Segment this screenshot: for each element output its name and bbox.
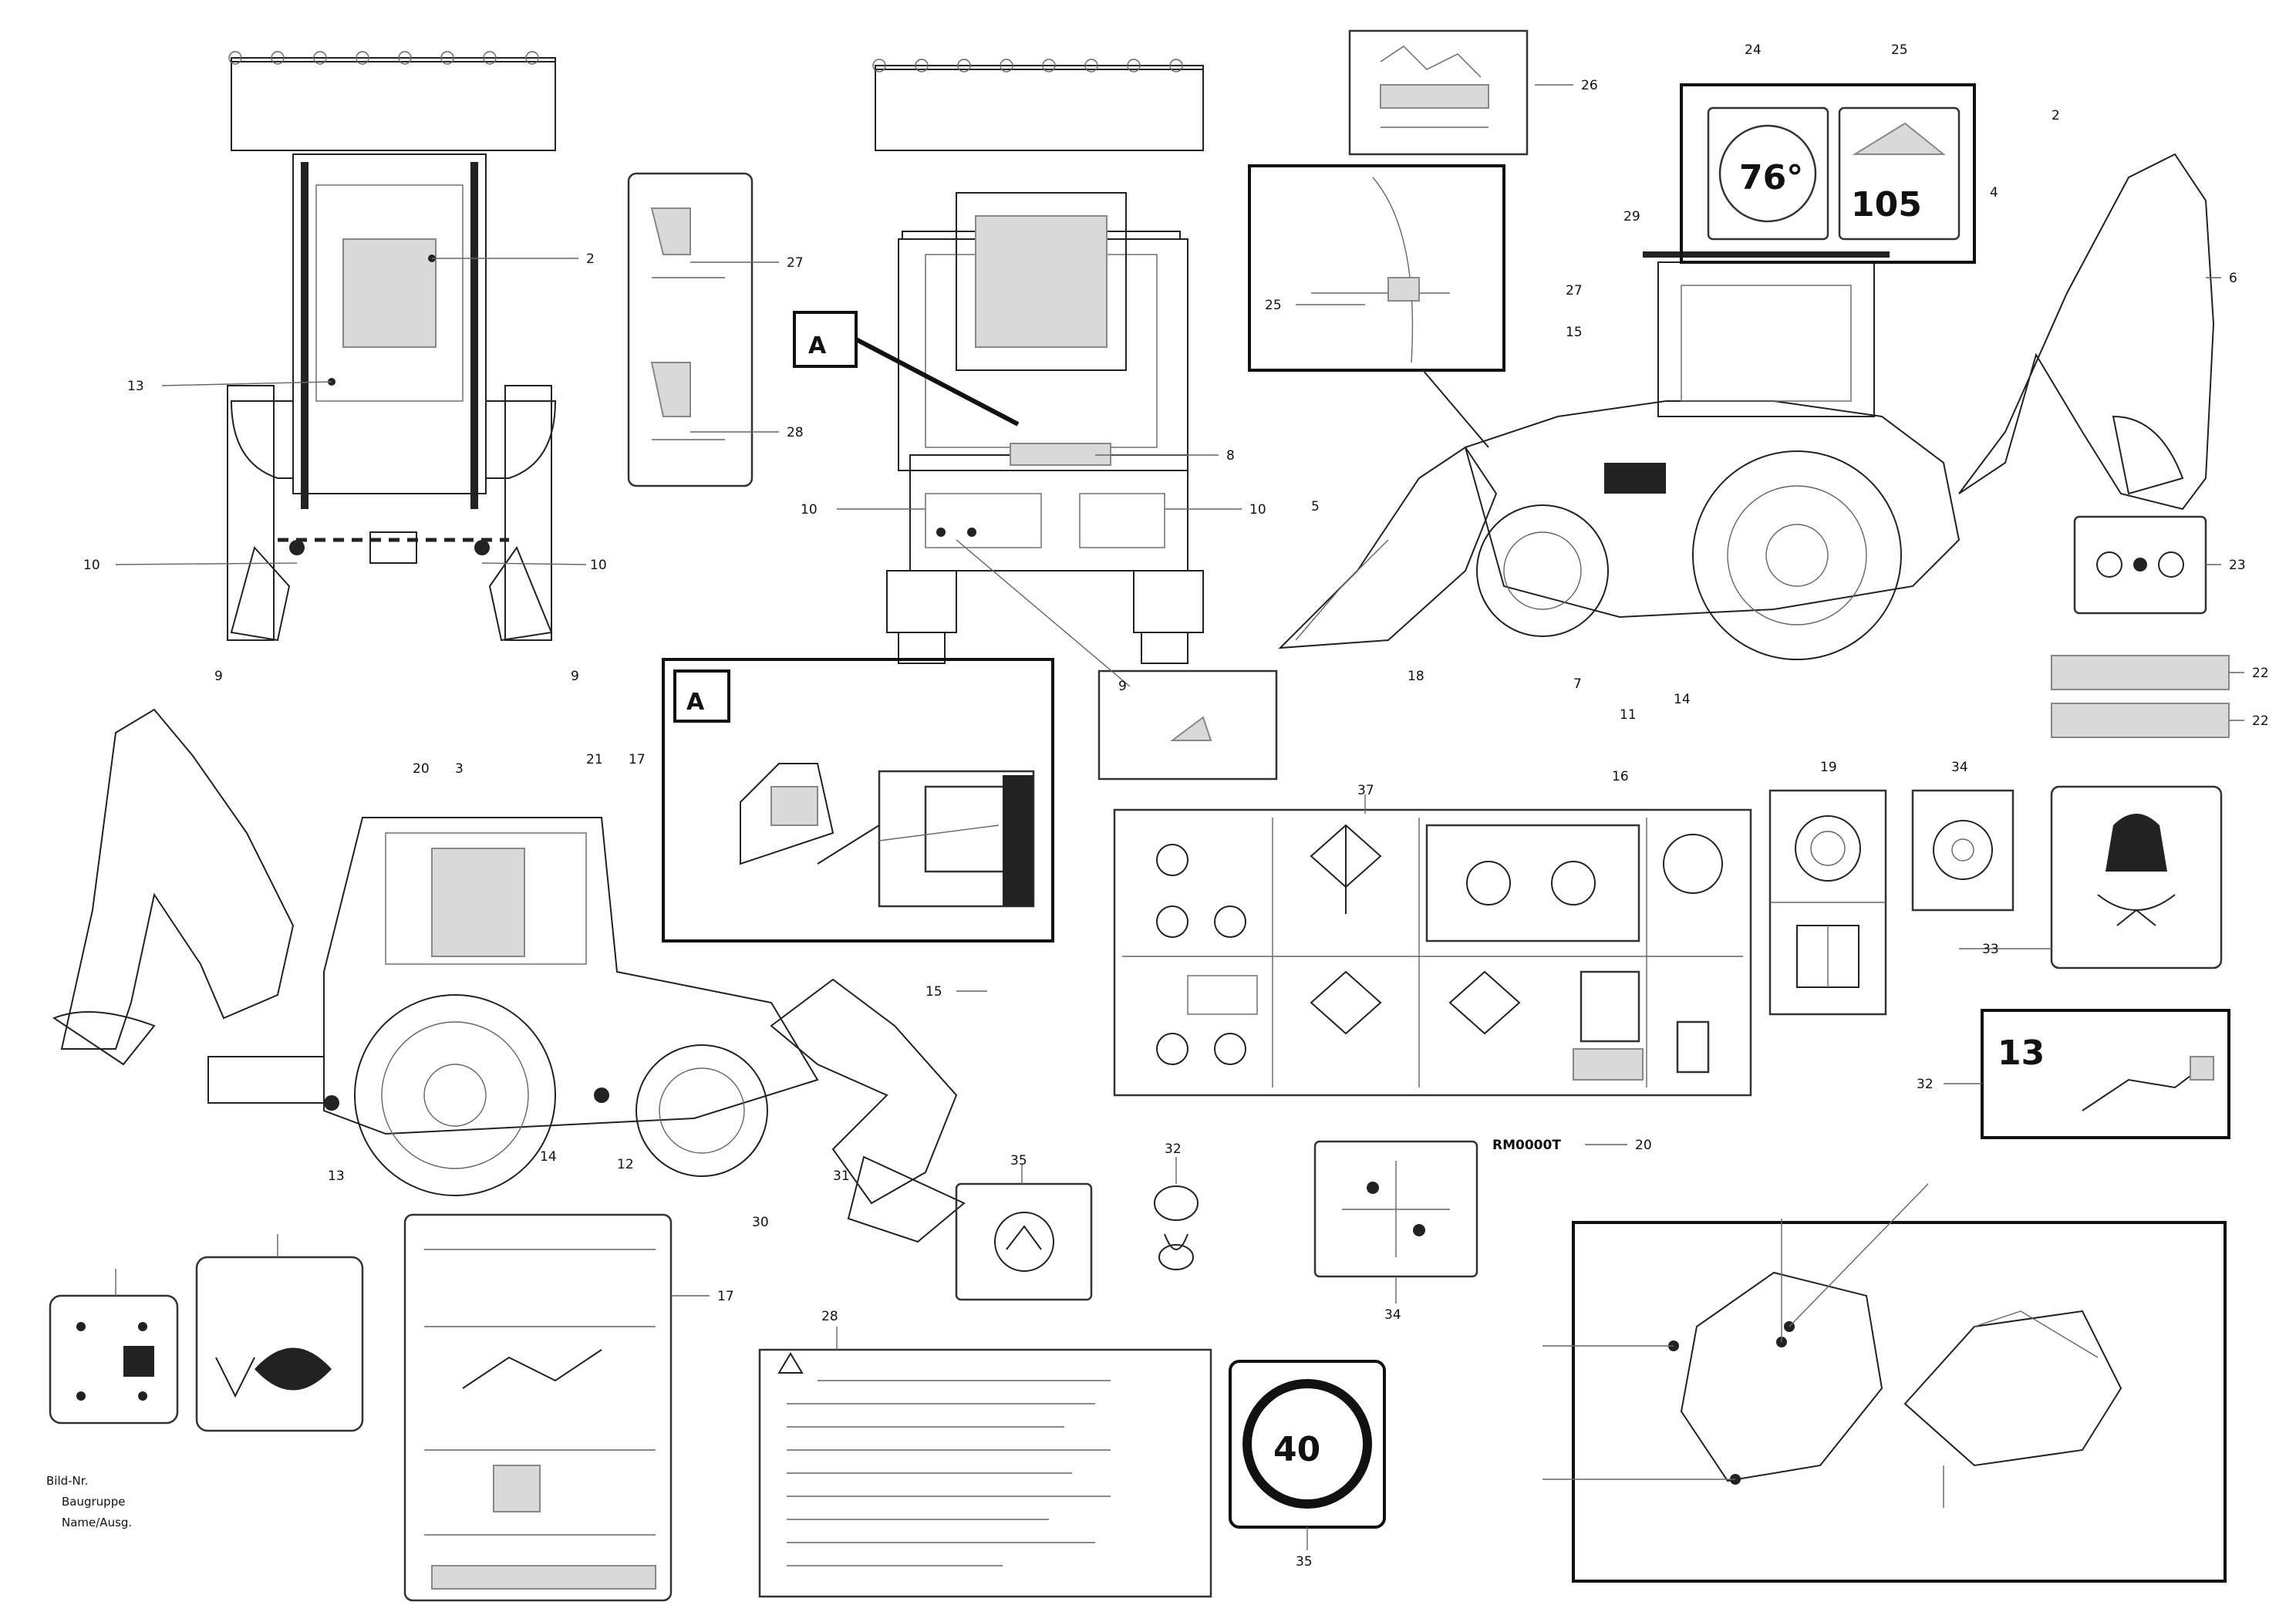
- callout: 21: [586, 752, 603, 767]
- callout: 33: [1982, 942, 1999, 957]
- callout: 34: [1951, 760, 1968, 775]
- inclination-value-2: 105: [1851, 185, 1922, 224]
- decal-small-rect: [1097, 669, 1278, 781]
- decal-location-box: [1572, 1221, 2227, 1583]
- decal-gauges-right: [1768, 785, 2223, 1016]
- callout: 10: [1249, 502, 1266, 518]
- inclination-signs: 76° 105: [1680, 83, 1976, 264]
- callout: 14: [540, 1149, 557, 1165]
- callout: 25: [1265, 298, 1282, 313]
- callout: 19: [1820, 760, 1837, 775]
- footnote-line-3: Name/Ausg.: [62, 1516, 132, 1529]
- detail-a-letter: A: [808, 332, 827, 359]
- code-label-group: RM0000T: [1492, 1138, 1627, 1153]
- callout: 32: [1917, 1077, 1934, 1092]
- machine-front-view-center: [872, 59, 1204, 664]
- callout: 29: [1623, 209, 1640, 224]
- callout: 35: [1010, 1153, 1027, 1168]
- decal-strip-panel: [627, 172, 754, 487]
- footnote: Bild-Nr. Baugruppe Name/Ausg.: [46, 1474, 132, 1529]
- callout: 32: [1165, 1141, 1182, 1157]
- callout: 4: [1990, 185, 1998, 201]
- callout: 13: [328, 1168, 345, 1184]
- capacity-value: 13: [1998, 1034, 2045, 1073]
- callout: 6: [2229, 271, 2237, 286]
- callout-numbers: 2 13 10 10 9 9 27 28 8 10 10 9 26 25 24 …: [83, 42, 2269, 1570]
- callout: 26: [1581, 78, 1598, 93]
- callout: 10: [83, 558, 100, 573]
- footnote-line-1: Bild-Nr.: [46, 1474, 88, 1488]
- callout: 22: [2252, 713, 2269, 729]
- decal-gear-pattern: [49, 1294, 179, 1425]
- callout: 2: [586, 251, 595, 267]
- machine-side-view-right: [1278, 153, 2215, 660]
- detail-a-letter-inset: A: [686, 689, 705, 716]
- machine-front-view-left: [227, 51, 557, 642]
- callout: 23: [2229, 558, 2246, 573]
- callout: 24: [1745, 42, 1762, 58]
- callout: 35: [1296, 1554, 1313, 1570]
- callout: 27: [1566, 283, 1583, 298]
- callout: 34: [1384, 1307, 1401, 1323]
- decal-operating-chart: [403, 1213, 673, 1602]
- decal-capacity: 13: [1981, 1009, 2230, 1139]
- callout: 37: [1357, 783, 1374, 798]
- footnote-line-2: Baugruppe: [62, 1495, 125, 1509]
- callout: 5: [1311, 499, 1320, 514]
- inclination-value-1: 76°: [1739, 158, 1803, 197]
- callout: 18: [1408, 669, 1424, 684]
- callout: 3: [455, 761, 464, 777]
- callout: 20: [413, 761, 430, 777]
- callout: 16: [1612, 769, 1629, 784]
- decal-text-warning: [758, 1348, 1212, 1598]
- control-panel-decal: [1113, 808, 1752, 1097]
- decal-battery: [955, 1182, 1093, 1301]
- callout: 12: [617, 1157, 634, 1172]
- callout: 22: [2252, 666, 2269, 681]
- callout: 11: [1620, 707, 1637, 723]
- machine-side-view-left: [52, 708, 966, 1243]
- callout: 25: [1891, 42, 1908, 58]
- callout: 13: [127, 379, 144, 394]
- code-label: RM0000T: [1492, 1138, 1561, 1153]
- decal-speed-sign: 40: [1229, 1360, 1386, 1529]
- callout: 2: [2052, 108, 2060, 123]
- callout: 15: [925, 984, 942, 1000]
- callout: 14: [1674, 692, 1691, 707]
- detail-a-marker-top: A: [793, 311, 1020, 427]
- callout: 9: [214, 669, 223, 684]
- speed-limit-value: 40: [1273, 1430, 1320, 1469]
- callout: 15: [1566, 325, 1583, 340]
- decal-connector-symbol: [2073, 515, 2207, 615]
- callout: 31: [833, 1168, 850, 1184]
- decal-top-warning: [1348, 29, 1529, 156]
- callout: 30: [752, 1215, 769, 1230]
- decal-hand-warning: [195, 1256, 364, 1432]
- detail-a-inset: A: [662, 658, 1054, 943]
- callout: 28: [821, 1309, 838, 1324]
- callout: 17: [629, 752, 646, 767]
- callout: 10: [590, 558, 607, 573]
- callout: 9: [571, 669, 579, 684]
- callout: 28: [787, 425, 804, 440]
- callout: 27: [787, 255, 804, 271]
- decal-strips-right: [2051, 655, 2230, 738]
- callout: 17: [717, 1289, 734, 1304]
- callout-leaders: [115, 84, 2244, 1550]
- inset-hood-detail: [1248, 164, 1505, 448]
- decal-cross-symbol: [1313, 1140, 1478, 1278]
- decal-ring: [1154, 1185, 1199, 1270]
- callout: 7: [1573, 676, 1582, 692]
- callout: 9: [1118, 679, 1127, 694]
- callout: 8: [1226, 448, 1235, 464]
- callout: 20: [1635, 1138, 1652, 1153]
- callout: 10: [801, 502, 818, 518]
